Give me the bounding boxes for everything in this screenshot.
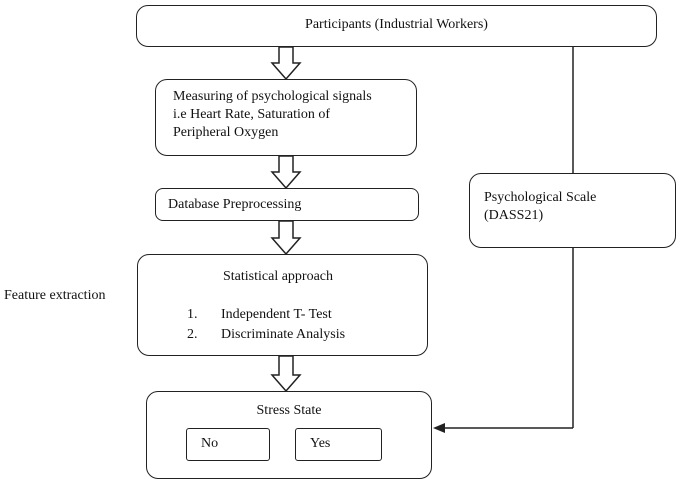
statistical-title: Statistical approach [223,269,334,284]
measuring-line-2: i.e Heart Rate, Saturation of [173,107,331,122]
block-arrow-4 [270,355,302,393]
stress-no-box: No [186,428,270,461]
participants-label: Participants (Industrial Workers) [305,17,488,32]
feature-extraction-label: Feature extraction [4,288,106,303]
statistical-item-1: 1. Independent T- Test [187,306,332,324]
measuring-line-3: Peripheral Oxygen [173,125,279,140]
stress-state-box: Stress State No Yes [146,391,432,479]
block-arrow-2 [270,155,302,190]
participants-box: Participants (Industrial Workers) [136,5,657,47]
scale-line-2: (DASS21) [484,208,544,223]
statistical-item-2: 2. Discriminate Analysis [187,326,345,344]
preprocessing-box: Database Preprocessing [155,188,419,221]
arrowhead-into-stress [433,423,445,433]
measuring-box: Measuring of psychological signals i.e H… [155,79,417,156]
statistical-item-1-label: Independent T- Test [221,307,332,322]
preprocessing-label: Database Preprocessing [168,197,302,212]
scale-line-1: Psychological Scale [484,190,597,205]
stress-no-label: No [201,436,219,451]
stress-yes-box: Yes [295,428,382,461]
block-arrow-3 [270,220,302,256]
block-arrow-1 [270,46,302,81]
statistical-item-2-label: Discriminate Analysis [221,327,346,342]
psychological-scale-box: Psychological Scale (DASS21) [469,173,676,248]
stress-state-title: Stress State [256,403,322,418]
statistical-box: Statistical approach 1. Independent T- T… [137,254,428,356]
stress-yes-label: Yes [310,436,331,451]
measuring-label: Measuring of psychological signals i.e H… [173,88,372,142]
statistical-item-1-num: 1. [187,307,198,322]
statistical-item-2-num: 2. [187,327,198,342]
measuring-line-1: Measuring of psychological signals [173,89,372,104]
psychological-scale-label: Psychological Scale (DASS21) [484,189,596,225]
